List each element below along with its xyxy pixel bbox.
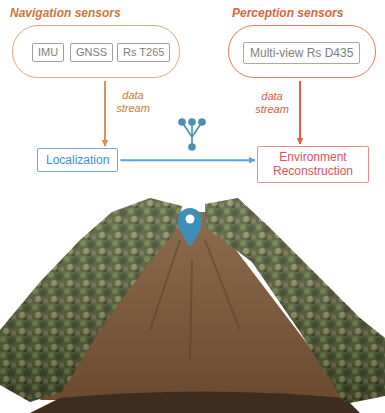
- pin-hole: [186, 215, 195, 224]
- merge-dot: [199, 119, 205, 125]
- data-flow-arrow: [104, 81, 106, 146]
- merge-dot: [189, 119, 195, 125]
- vine-row-left-shade: [0, 198, 182, 402]
- ground-edge: [30, 392, 360, 413]
- edge-label: data stream: [113, 89, 153, 114]
- box-label: Multi-view Rs D435: [250, 46, 353, 60]
- sensor-box: Multi-view Rs D435: [243, 42, 360, 64]
- box-label: Localization: [46, 153, 109, 167]
- sensor-group: Multi-view Rs D435 Perception sensors: [228, 4, 376, 78]
- sensor-box: Rs T265: [117, 43, 170, 62]
- data-flow-arrow: [299, 81, 301, 144]
- box-label: IMU: [38, 46, 58, 59]
- box-label: Environment Reconstruction: [263, 150, 363, 179]
- process-box: Localization: [37, 148, 118, 172]
- location-pin: [178, 208, 202, 247]
- pin-body: [178, 208, 202, 247]
- group-heading: Perception sensors: [232, 6, 343, 20]
- edge-label: data stream: [252, 90, 292, 115]
- group-heading: Navigation sensors: [10, 6, 121, 20]
- vineyard-reconstruction: [0, 198, 385, 413]
- box-label: GNSS: [76, 46, 107, 59]
- data-flow-arrow: [120, 159, 255, 161]
- soil-streaks: [150, 240, 240, 360]
- vine-row-left: [0, 198, 182, 402]
- merge-icon: [179, 119, 205, 150]
- vine-row-right-shade: [205, 198, 385, 404]
- sensor-box: GNSS: [70, 43, 113, 62]
- merge-dot: [189, 144, 195, 150]
- vine-row-right: [205, 198, 385, 404]
- sensor-box: IMU: [32, 43, 64, 62]
- sensor-group: IMU GNSS Rs T265 Navigation sensors: [12, 4, 180, 78]
- merge-dot: [179, 119, 185, 125]
- process-box: Environment Reconstruction: [257, 146, 369, 183]
- box-label: Rs T265: [123, 46, 164, 59]
